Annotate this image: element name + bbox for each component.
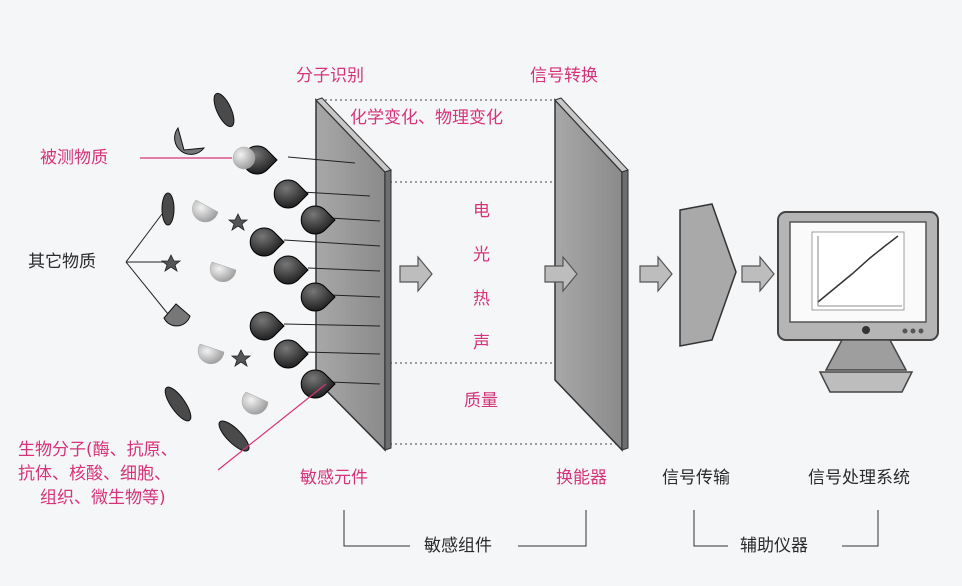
label-sensitive-component: 敏感组件 (424, 536, 492, 556)
label-analyte: 被测物质 (40, 148, 108, 168)
signal-type-electric: 电 (473, 201, 490, 221)
label-transducer: 换能器 (556, 468, 607, 488)
monitor-icon (777, 211, 939, 393)
arrow-3 (639, 255, 673, 293)
other-substance-shapes (161, 92, 250, 452)
receptor-lines (283, 156, 381, 385)
signal-type-light: 光 (473, 245, 490, 265)
sensitive-element-panel (315, 97, 392, 452)
star-shapes (160, 213, 252, 367)
label-biomolecules-2: 抗体、核酸、细胞、 (18, 464, 171, 484)
pointer-lines (125, 157, 327, 471)
label-other-substances: 其它物质 (28, 252, 96, 272)
bottom-brackets (343, 510, 879, 547)
label-signal-processing: 信号处理系统 (808, 468, 910, 488)
arrow-1 (399, 255, 433, 293)
biomolecule-receptors (242, 145, 336, 399)
arrow-4 (741, 255, 775, 293)
label-changes: 化学变化、物理变化 (350, 108, 503, 128)
flow-arrows (399, 255, 775, 293)
label-biomolecules-3: 组织、微生物等) (40, 488, 166, 508)
label-signal-transmission: 信号传输 (662, 468, 730, 488)
label-biomolecules-1: 生物分子(酶、抗原、 (18, 440, 178, 460)
analyte-balls (192, 146, 269, 415)
signal-transmission-block (679, 203, 737, 347)
signal-type-heat: 热 (473, 289, 490, 309)
signal-type-mass: 质量 (464, 391, 498, 411)
signal-type-sound: 声 (473, 333, 490, 353)
transducer-panel (554, 97, 629, 452)
label-molecular-recognition: 分子识别 (296, 66, 364, 86)
arrow-2 (544, 255, 578, 293)
label-signal-conversion: 信号转换 (530, 66, 598, 86)
label-sensitive-element: 敏感元件 (300, 468, 368, 488)
label-auxiliary-instrument: 辅助仪器 (740, 536, 808, 556)
